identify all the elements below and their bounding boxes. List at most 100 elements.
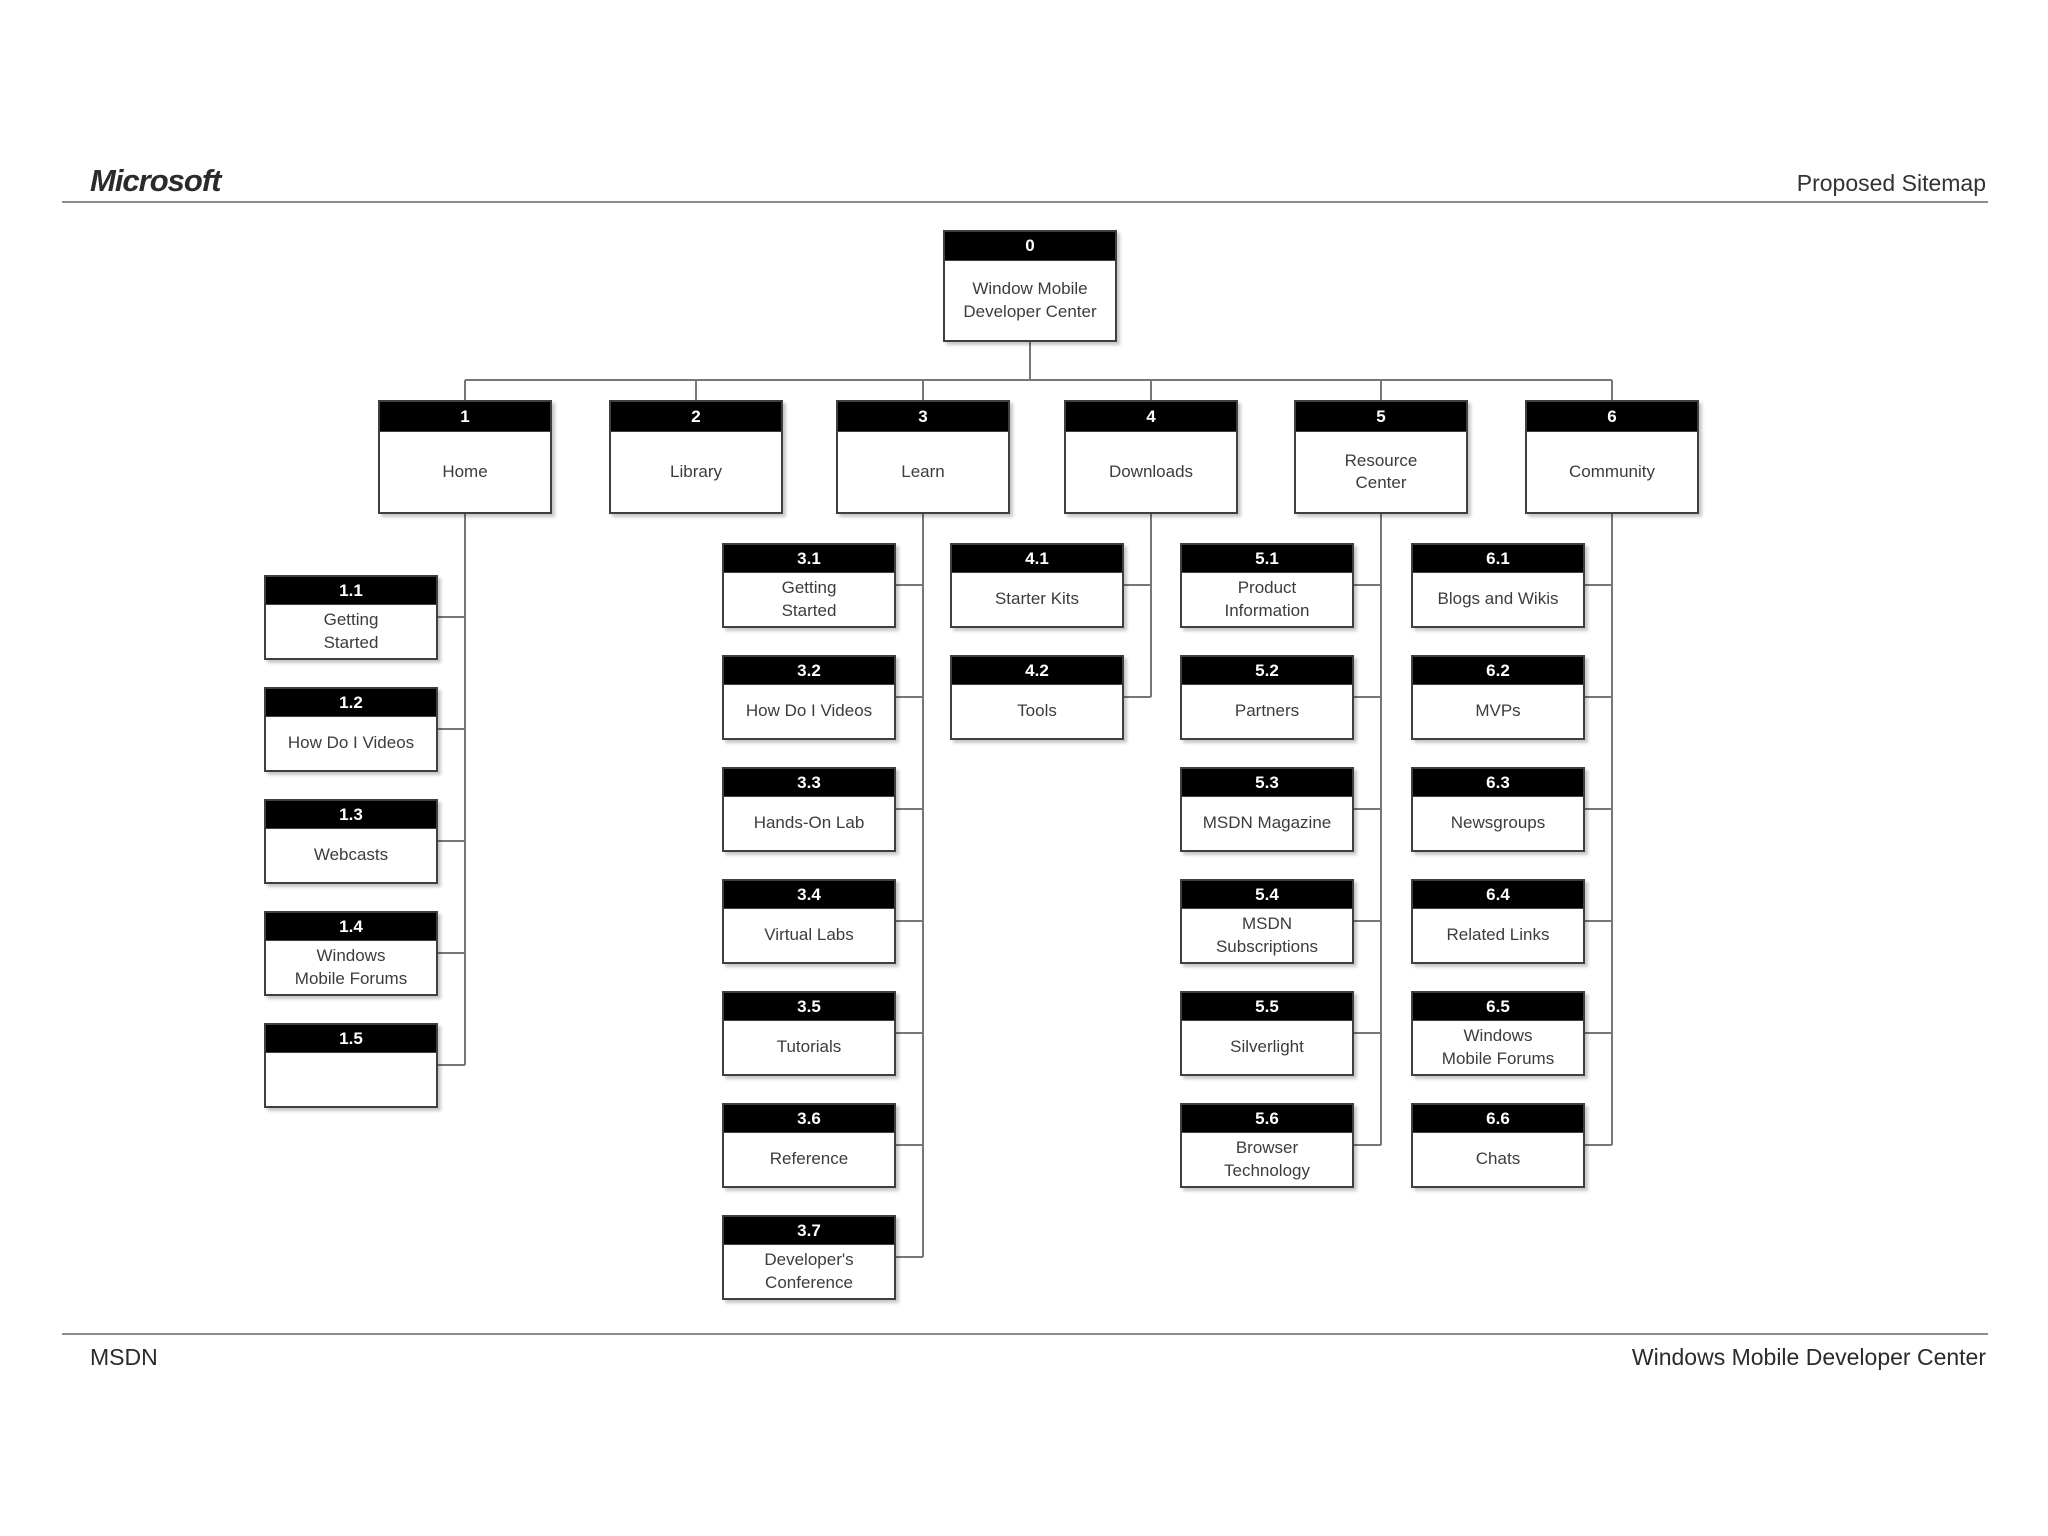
node-label: Tutorials bbox=[776, 1037, 842, 1057]
node-label: Developer's Conference bbox=[764, 1250, 854, 1292]
node-label: Getting Started bbox=[323, 610, 379, 652]
connector-line bbox=[1124, 696, 1151, 698]
node-label: Webcasts bbox=[313, 845, 389, 865]
node-label: Silverlight bbox=[1230, 1037, 1304, 1057]
node-number: 6.2 bbox=[1413, 657, 1583, 685]
connector-line bbox=[1354, 696, 1381, 698]
connector-line bbox=[896, 1144, 923, 1146]
connector-line bbox=[1354, 920, 1381, 922]
node-label: Related Links bbox=[1446, 925, 1550, 945]
node-number: 0 bbox=[945, 232, 1115, 261]
node-number: 4.1 bbox=[952, 545, 1122, 573]
node-number: 1.3 bbox=[266, 801, 436, 829]
node-label: Library bbox=[670, 461, 722, 481]
node-number: 3.2 bbox=[724, 657, 894, 685]
node-label: Windows Mobile Forums bbox=[294, 946, 408, 988]
node-label: Blogs and Wikis bbox=[1437, 589, 1559, 609]
page-title: Proposed Sitemap bbox=[1796, 170, 1986, 196]
connector-line bbox=[1585, 1144, 1612, 1146]
connector-line bbox=[438, 616, 465, 618]
connector-line bbox=[896, 584, 923, 586]
node-label: Newsgroups bbox=[1450, 813, 1546, 833]
connector-line bbox=[1585, 696, 1612, 698]
node-number: 5.2 bbox=[1182, 657, 1352, 685]
connector-line bbox=[896, 1256, 923, 1258]
microsoft-logo: Microsoft bbox=[90, 163, 221, 198]
node-label: Getting Started bbox=[781, 578, 837, 620]
node-label: How Do I Videos bbox=[287, 733, 415, 753]
connector-line bbox=[438, 840, 465, 842]
node-number: 5.6 bbox=[1182, 1105, 1352, 1133]
node-label: Hands-On Lab bbox=[753, 813, 865, 833]
connector-line bbox=[464, 514, 466, 1065]
connector-line bbox=[922, 380, 924, 400]
node-number: 3.4 bbox=[724, 881, 894, 909]
connector-line bbox=[1029, 342, 1031, 380]
node-number: 3.3 bbox=[724, 769, 894, 797]
connector-line bbox=[1585, 920, 1612, 922]
connector-line bbox=[1354, 1032, 1381, 1034]
node-label: How Do I Videos bbox=[745, 701, 873, 721]
node-label bbox=[266, 1053, 436, 1106]
connector-line bbox=[438, 728, 465, 730]
node-number: 6 bbox=[1527, 402, 1697, 432]
node-number: 6.6 bbox=[1413, 1105, 1583, 1133]
node-label: Tools bbox=[1017, 701, 1057, 721]
node-label: MVPs bbox=[1475, 701, 1521, 721]
node-label: MSDN Subscriptions bbox=[1215, 914, 1319, 956]
node-label: Downloads bbox=[1108, 461, 1194, 481]
node-number: 5.5 bbox=[1182, 993, 1352, 1021]
node-label: Learn bbox=[901, 461, 945, 481]
connector-line bbox=[1354, 584, 1381, 586]
connector-line bbox=[896, 1032, 923, 1034]
node-label: Home bbox=[442, 461, 488, 481]
connector-line bbox=[1354, 808, 1381, 810]
connector-line bbox=[1611, 514, 1613, 1145]
node-label: Reference bbox=[769, 1149, 849, 1169]
connector-line bbox=[464, 380, 466, 400]
node-number: 5.3 bbox=[1182, 769, 1352, 797]
connector-line bbox=[922, 514, 924, 1257]
connector-line bbox=[1585, 1032, 1612, 1034]
connector-line bbox=[438, 952, 465, 954]
connector-line bbox=[1354, 1144, 1381, 1146]
node-number: 5 bbox=[1296, 402, 1466, 432]
node-number: 1 bbox=[380, 402, 550, 432]
node-label: Partners bbox=[1234, 701, 1300, 721]
node-number: 6.3 bbox=[1413, 769, 1583, 797]
node-number: 1.1 bbox=[266, 577, 436, 605]
node-number: 4 bbox=[1066, 402, 1236, 432]
node-label: Community bbox=[1569, 461, 1655, 481]
node-number: 6.5 bbox=[1413, 993, 1583, 1021]
node-number: 6.4 bbox=[1413, 881, 1583, 909]
connector-line bbox=[1150, 514, 1152, 697]
node-number: 5.1 bbox=[1182, 545, 1352, 573]
node-number: 3.1 bbox=[724, 545, 894, 573]
connector-line bbox=[438, 1064, 465, 1066]
connector-line bbox=[1380, 514, 1382, 1145]
node-label: Browser Technology bbox=[1223, 1138, 1310, 1180]
connector-line bbox=[1611, 380, 1613, 400]
